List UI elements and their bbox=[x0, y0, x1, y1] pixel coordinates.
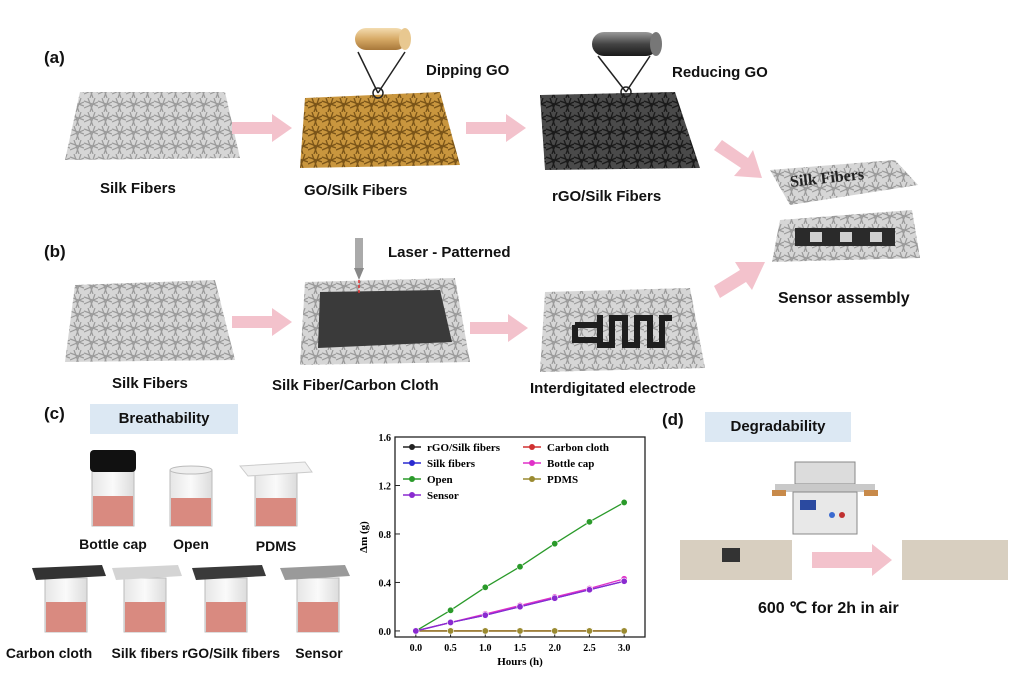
series-point-6 bbox=[447, 618, 455, 626]
arrow-b3 bbox=[714, 262, 765, 298]
legend-label-0: rGO/Silk fibers bbox=[427, 442, 501, 454]
x-tick-label: 2.5 bbox=[583, 643, 596, 654]
rgo-silk-fabric bbox=[540, 92, 700, 170]
label-reducing-go: Reducing GO bbox=[672, 64, 768, 81]
vial-label-sensor: Sensor bbox=[295, 645, 343, 661]
series-point-6 bbox=[620, 577, 628, 585]
sensor-after bbox=[902, 540, 1008, 580]
y-tick-label: 1.2 bbox=[379, 481, 392, 492]
assembly-top-layer bbox=[770, 160, 918, 205]
x-tick-label: 0.5 bbox=[444, 643, 457, 654]
x-tick-label: 2.0 bbox=[548, 643, 561, 654]
vial-label-pdms: PDMS bbox=[255, 538, 297, 554]
mass-change-chart: 0.0 0.5 1.0 1.5 2.0 2.5 3.0 0.0 0.4 0.8 1.2 1.6Hour… bbox=[358, 433, 646, 668]
furnace-illustration bbox=[772, 461, 878, 535]
label-rgo-silk-fibers: rGO/Silk Fibers bbox=[552, 188, 662, 205]
label-sensor-assembly: Sensor assembly bbox=[778, 290, 910, 307]
series-point-4 bbox=[516, 563, 524, 571]
breathability-header: Breathability bbox=[90, 404, 238, 434]
silk-fabric-a bbox=[65, 92, 240, 160]
series-point-5 bbox=[551, 627, 559, 635]
legend-label-6: Sensor bbox=[427, 490, 459, 502]
carbon-cloth-fabric bbox=[300, 238, 470, 365]
series-point-6 bbox=[516, 603, 524, 611]
label-dipping-go: Dipping GO bbox=[426, 62, 510, 79]
label-silk-fibers-a: Silk Fibers bbox=[100, 180, 176, 197]
label-go-silk-fibers: GO/Silk Fibers bbox=[304, 182, 408, 199]
arrow-b1 bbox=[232, 308, 292, 336]
series-point-4 bbox=[551, 540, 559, 548]
vial-label-carbon-cloth: Carbon cloth bbox=[5, 645, 93, 661]
series-point-4 bbox=[620, 498, 628, 506]
legend-marker-1 bbox=[529, 444, 535, 450]
go-silk-fabric bbox=[300, 92, 460, 168]
arrow-a1 bbox=[232, 114, 292, 142]
arrow-degrade bbox=[812, 544, 892, 576]
legend-marker-5 bbox=[529, 476, 535, 482]
degradability-header: Degradability bbox=[705, 412, 851, 442]
legend-marker-2 bbox=[409, 460, 415, 466]
arrow-a2 bbox=[466, 114, 526, 142]
y-tick-label: 0.4 bbox=[379, 578, 392, 589]
series-point-5 bbox=[447, 627, 455, 635]
series-point-4 bbox=[585, 518, 593, 526]
vial-label-bottle-cap: Bottle cap bbox=[79, 536, 147, 552]
x-axis-label: Hours (h) bbox=[497, 656, 543, 668]
vial-label-silk-fibers: Silk fibers bbox=[111, 645, 179, 661]
panel-label-c: (c) bbox=[44, 404, 65, 423]
legend-label-5: PDMS bbox=[547, 474, 578, 486]
y-tick-label: 0.8 bbox=[379, 530, 392, 541]
vial-label-rgo-silk-fibers: rGO/Silk fibers bbox=[181, 645, 281, 661]
legend-marker-6 bbox=[409, 492, 415, 498]
legend-label-3: Bottle cap bbox=[547, 458, 594, 470]
label-interdigitated-electrode: Interdigitated electrode bbox=[530, 380, 696, 397]
panel-label-d: (d) bbox=[662, 410, 684, 429]
x-tick-label: 3.0 bbox=[618, 643, 631, 654]
series-point-6 bbox=[412, 627, 420, 635]
legend-marker-3 bbox=[529, 460, 535, 466]
electrode-fabric bbox=[540, 288, 705, 372]
assembly-bottom-layer bbox=[772, 210, 920, 262]
vial-group bbox=[32, 450, 350, 633]
series-point-6 bbox=[481, 611, 489, 619]
panel-label-b: (b) bbox=[44, 242, 66, 261]
label-silk-fibers-b: Silk Fibers bbox=[112, 375, 188, 392]
rgo-fiber-zoom bbox=[592, 32, 662, 98]
series-point-4 bbox=[481, 583, 489, 591]
series-point-5 bbox=[481, 627, 489, 635]
x-tick-label: 1.5 bbox=[514, 643, 527, 654]
sensor-before bbox=[680, 540, 792, 580]
legend-label-2: Silk fibers bbox=[427, 458, 476, 470]
series-point-6 bbox=[551, 594, 559, 602]
series-point-4 bbox=[447, 606, 455, 614]
degradability-caption: 600 ℃ for 2h in air bbox=[758, 600, 899, 617]
series-point-6 bbox=[585, 586, 593, 594]
legend-label-4: Open bbox=[427, 474, 453, 486]
x-tick-label: 1.0 bbox=[479, 643, 492, 654]
series-point-5 bbox=[585, 627, 593, 635]
y-tick-label: 0.0 bbox=[379, 627, 392, 638]
label-laser-patterned: Laser - Patterned bbox=[388, 244, 511, 261]
x-tick-label: 0.0 bbox=[410, 643, 423, 654]
y-tick-label: 1.6 bbox=[379, 433, 392, 444]
legend-marker-4 bbox=[409, 476, 415, 482]
y-axis-label: Δm (g) bbox=[358, 521, 370, 553]
arrow-a3 bbox=[714, 140, 762, 178]
series-point-5 bbox=[516, 627, 524, 635]
silk-fabric-b bbox=[65, 280, 235, 362]
vial-label-open: Open bbox=[173, 536, 209, 552]
label-silk-fiber-carbon-cloth: Silk Fiber/Carbon Cloth bbox=[272, 377, 439, 394]
legend-label-1: Carbon cloth bbox=[547, 442, 609, 454]
panel-label-a: (a) bbox=[44, 48, 65, 67]
series-point-5 bbox=[620, 627, 628, 635]
go-fiber-zoom bbox=[355, 28, 411, 99]
arrow-b2 bbox=[470, 314, 528, 342]
legend-marker-0 bbox=[409, 444, 415, 450]
